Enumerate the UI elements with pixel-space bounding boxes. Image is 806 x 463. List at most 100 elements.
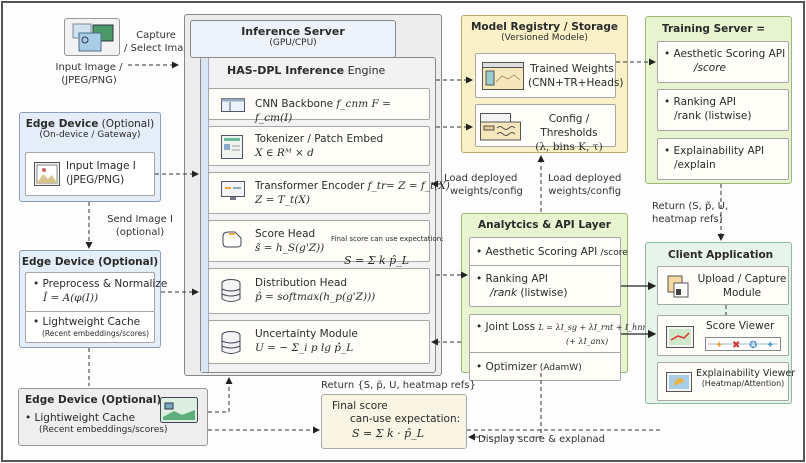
model-registry-title: Model Registry / Storage bbox=[470, 21, 618, 33]
final-score-formula: S = Σ k · p̂_L bbox=[352, 427, 425, 440]
input-image-card[interactable]: Input Image I (JPEG/PNG) bbox=[25, 152, 155, 196]
module-score-head[interactable]: Score Head s̃ = h_S(g'Z)) Final score ca… bbox=[208, 220, 444, 262]
return-right-label: Return (S, p̃, U, heatmap refs) bbox=[652, 200, 728, 226]
module-formula: p̂ = softmax(h_p(g'Z))) bbox=[255, 291, 376, 303]
svg-text:✪: ✪ bbox=[749, 340, 757, 351]
cache-item[interactable]: Lightweight Cache (Recent embeddings/sco… bbox=[25, 311, 155, 343]
capture-arrow-label: Capture / Select Image bbox=[124, 29, 196, 55]
landscape-image-icon bbox=[34, 162, 60, 186]
edge-device-cache: Edge Device (Optional) Lightiweight Cach… bbox=[18, 388, 208, 446]
input-image-label-line1: Input Image / bbox=[55, 62, 123, 73]
api-label: Ranking API bbox=[664, 95, 751, 109]
score-viewer[interactable]: Score Viewer ✦ ✖ ✪ ✦ bbox=[657, 315, 789, 356]
module-formula: X ∈ Rᴹ × d bbox=[255, 147, 314, 159]
api-path: /score bbox=[600, 248, 628, 258]
client-app-title: Client Application bbox=[668, 249, 774, 261]
joint-loss-formula: L = λI_sg + λI_rnt + I_hnn bbox=[538, 323, 648, 332]
module-cnn-backbone[interactable]: CNN Backbone f_cnm F = f_cm(I) bbox=[208, 88, 430, 124]
module-transformer-encoder[interactable]: Transformer Encoder f_tr= Z = f_t(X) Z =… bbox=[208, 172, 450, 214]
upload-sublabel: Module bbox=[722, 287, 762, 299]
svg-text:✖: ✖ bbox=[732, 340, 740, 351]
trained-weights-item[interactable]: Trained Weights (CNN+TR+Heads) bbox=[475, 53, 624, 98]
joint-loss-label: Joint Loss bbox=[476, 321, 535, 333]
explainability-viewer[interactable]: Explainability Viewer (Heatmap/Attention… bbox=[657, 362, 796, 401]
training-explainability-api[interactable]: Explainability API /explain bbox=[657, 138, 789, 180]
api-path: /explain bbox=[674, 159, 716, 171]
training-aesthetic-api[interactable]: Aesthetic Scoring API /score bbox=[657, 41, 789, 83]
document-icon bbox=[221, 135, 243, 159]
module-name: CNN Backbone bbox=[255, 98, 334, 110]
upload-capture-module[interactable]: Upload / Capture Module bbox=[657, 266, 789, 305]
select-image-label: / Select Image bbox=[124, 43, 196, 54]
return-line1: Return (S, p̃, U, bbox=[652, 201, 729, 212]
optimizer-sublabel: (AdamW) bbox=[536, 363, 582, 373]
analytics-aesthetic-api[interactable]: Aesthetic Scoring API /score bbox=[469, 237, 628, 266]
load-line1: Load deployed bbox=[548, 173, 622, 184]
send-image-line1: Send Image I bbox=[107, 214, 173, 225]
inference-server-subtitle: (GPU/CPU) bbox=[269, 38, 317, 48]
send-image-line2: (optional) bbox=[115, 227, 165, 238]
optimizer-label: Optimizer bbox=[476, 361, 537, 373]
explain-viewer-label: Explainability Viewer bbox=[696, 368, 796, 379]
api-label: Ranking API bbox=[476, 272, 567, 286]
database-icon bbox=[221, 279, 241, 302]
send-image-label: Send Image I (optional) bbox=[104, 213, 176, 239]
module-distribution-head[interactable]: Distribution Head p̂ = softmax(h_p(g'Z))… bbox=[208, 268, 430, 314]
window-icon bbox=[221, 98, 245, 112]
analytics-ranking-api[interactable]: Ranking API /rank (listwise) bbox=[469, 265, 621, 307]
module-formula: f_cnm F = f_cm(I) bbox=[255, 98, 391, 124]
analytics-title: Analytcics & API Layer bbox=[478, 219, 611, 231]
cache-label: Lightiweight Cache bbox=[25, 411, 167, 425]
score-note: Final score can use expectation: bbox=[331, 235, 444, 243]
input-image-label: Input Image / (JPEG/PNG) bbox=[54, 61, 124, 87]
api-path: /rank (listwise) bbox=[674, 110, 752, 122]
cache-label: Lightweight Cache bbox=[33, 315, 149, 329]
api-label: Explainability API bbox=[664, 144, 765, 158]
database-icon bbox=[221, 331, 241, 354]
weights-chart-icon bbox=[482, 62, 524, 90]
module-name: Uncertainty Module bbox=[255, 328, 358, 340]
svg-text:✦: ✦ bbox=[715, 340, 723, 351]
input-image-format: (JPEG/PNG) bbox=[66, 174, 125, 186]
config-thresholds-item[interactable]: Config / Thresholds (λ, bins K, τ) bbox=[475, 104, 616, 153]
load-weights-right-label: Load deployed weights/config bbox=[548, 172, 621, 198]
module-formula: s̃ = h_S(g'Z)) bbox=[255, 242, 325, 254]
edge-device-title: Edge Device (Optional) bbox=[25, 118, 155, 130]
joint-loss-item[interactable]: Joint Loss L = λI_sg + λI_rnt + I_hnn (+… bbox=[469, 314, 648, 353]
inference-server-header: Inference Server (GPU/CPU) bbox=[190, 20, 396, 58]
image-gallery-icon bbox=[64, 18, 120, 56]
module-name: Score Head bbox=[255, 228, 316, 240]
training-ranking-api[interactable]: Ranking API /rank (listwise) bbox=[657, 89, 789, 131]
monitor-icon bbox=[221, 181, 245, 200]
api-path: /rank bbox=[490, 287, 518, 299]
preprocess-item[interactable]: Preprocess & Normalize Î = A(φ(I)) bbox=[25, 272, 167, 312]
training-server-title: Training Server = bbox=[662, 23, 766, 35]
landscape-image-icon bbox=[160, 397, 198, 423]
return-line2: heatmap refs) bbox=[652, 214, 723, 225]
module-uncertainty[interactable]: Uncertainty Module U = − Σ_i p lg p̂_L bbox=[208, 320, 430, 364]
preprocess-formula: Î = A(φ(I)) bbox=[43, 292, 99, 304]
module-formula: U = − Σ_i p lg p̂_L bbox=[255, 342, 354, 354]
svg-text:✦: ✦ bbox=[766, 340, 774, 351]
module-name: Distribution Head bbox=[255, 277, 348, 289]
score-viewer-label: Score Viewer bbox=[706, 320, 775, 332]
input-image-i: Input Image I bbox=[66, 160, 136, 172]
heatmap-icon bbox=[666, 372, 692, 392]
module-name: Transformer Encoder bbox=[255, 180, 365, 192]
load-line1: Load deployed bbox=[444, 173, 518, 184]
module-tokenizer[interactable]: Tokenizer / Patch Embed X ∈ Rᴹ × d bbox=[208, 126, 430, 166]
load-weights-left-label: Load deployed weights/config bbox=[444, 172, 523, 198]
input-image-format: (JPEG/PNG) bbox=[61, 75, 117, 86]
cache-sublabel: (Recent embeddings/scores) bbox=[42, 329, 150, 338]
trained-weights-sublabel: (CNN+TR+Heads) bbox=[528, 77, 624, 89]
api-label: Aesthetic Scoring API bbox=[476, 246, 597, 258]
final-score-subtitle: can-use expectation: bbox=[350, 413, 461, 425]
score-note-formula: S = Σ k p̂_L bbox=[344, 254, 410, 267]
score-scale-icon: ✦ ✖ ✪ ✦ bbox=[705, 337, 781, 351]
api-path-suffix: (listwise) bbox=[517, 287, 568, 299]
config-label: Config / Thresholds bbox=[540, 113, 598, 139]
inference-server-title: Inference Server bbox=[241, 25, 345, 38]
api-label: Aesthetic Scoring API bbox=[664, 47, 786, 61]
capture-label: Capture bbox=[136, 30, 176, 41]
optimizer-item[interactable]: Optimizer (AdamW) bbox=[469, 352, 621, 381]
